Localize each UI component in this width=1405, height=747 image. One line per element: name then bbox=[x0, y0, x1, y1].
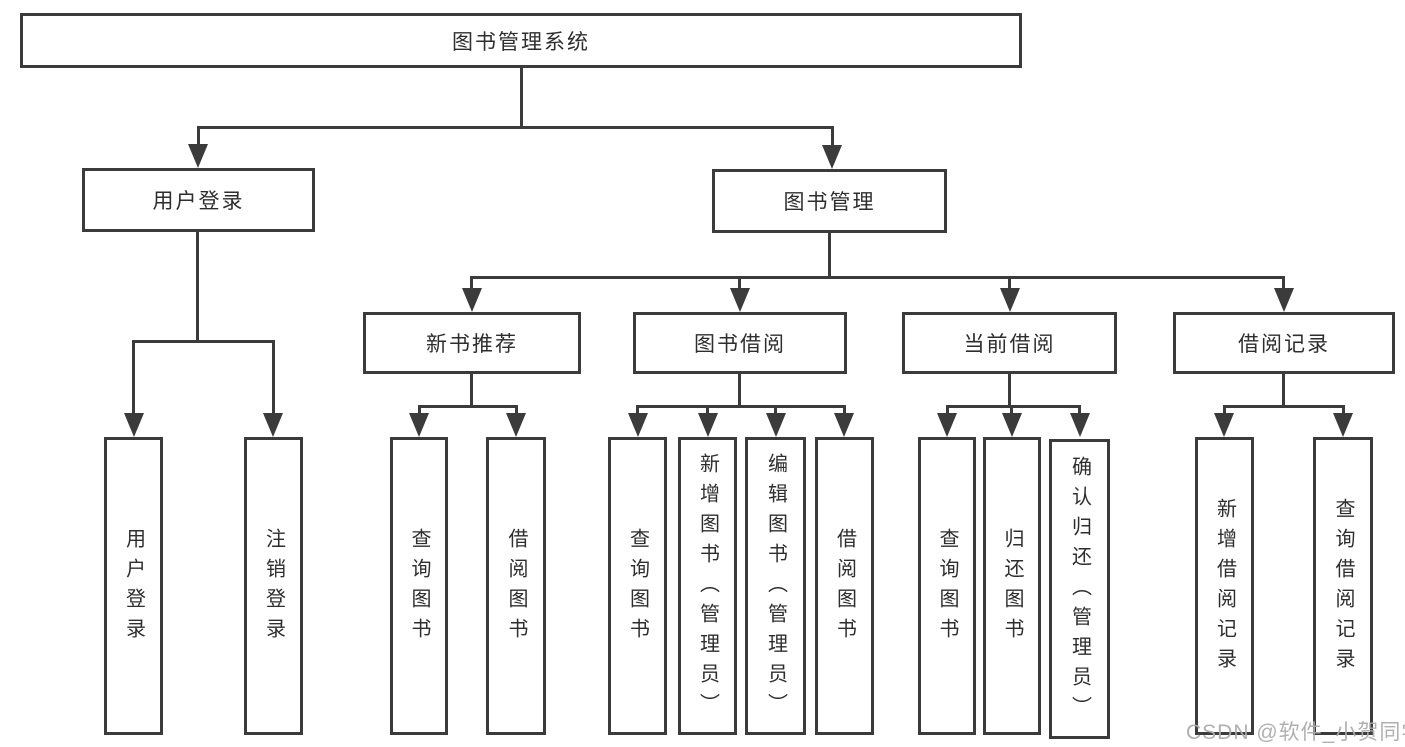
connector-line bbox=[1008, 276, 1011, 292]
arrow-down-icon bbox=[409, 413, 429, 437]
leaf-label: 借阅图书 bbox=[833, 528, 856, 648]
node-current-borrow: 当前借阅 bbox=[902, 312, 1117, 374]
leaf-label: 注销登录 bbox=[262, 528, 285, 648]
leaf-add-borrow-record: 新增借阅记录 bbox=[1195, 437, 1254, 735]
connector-line bbox=[946, 405, 1081, 408]
leaf-borrow-books: 借阅图书 bbox=[815, 437, 874, 735]
leaf-label: 归还图书 bbox=[1001, 528, 1023, 648]
connector-line bbox=[418, 405, 421, 417]
node-user-login-label: 用户登录 bbox=[152, 190, 245, 213]
leaf-query-books-current: 查询图书 bbox=[918, 437, 976, 735]
leaf-label: 编辑图书（管理员） bbox=[764, 453, 787, 723]
connector-line bbox=[470, 276, 473, 292]
connector-line bbox=[774, 405, 777, 417]
connector-line bbox=[197, 126, 200, 150]
arrow-down-icon bbox=[822, 145, 842, 169]
connector-line bbox=[272, 340, 275, 418]
connector-line bbox=[471, 276, 1285, 279]
node-book-borrow-label: 图书借阅 bbox=[694, 333, 786, 356]
arrow-down-icon bbox=[698, 413, 718, 437]
leaf-query-books-recommend: 查询图书 bbox=[390, 437, 448, 735]
arrow-down-icon bbox=[1002, 413, 1022, 437]
arrow-down-icon bbox=[1070, 413, 1090, 437]
csdn-watermark: CSDN @软件_小贺同学 bbox=[1186, 721, 1405, 744]
connector-line bbox=[132, 340, 135, 418]
leaf-add-books-admin: 新增图书（管理员） bbox=[678, 437, 737, 735]
leaf-label: 查询图书 bbox=[408, 528, 430, 648]
connector-line bbox=[738, 276, 741, 292]
connector-line bbox=[738, 374, 741, 405]
connector-line bbox=[1223, 405, 1345, 408]
node-user-login: 用户登录 bbox=[82, 168, 315, 232]
arrow-down-icon bbox=[766, 413, 786, 437]
leaf-label: 查询图书 bbox=[626, 528, 649, 648]
connector-line bbox=[1282, 374, 1285, 405]
connector-line bbox=[636, 405, 639, 417]
leaf-query-books-borrow: 查询图书 bbox=[608, 437, 667, 735]
connector-line bbox=[1282, 276, 1285, 292]
node-book-borrow: 图书借阅 bbox=[633, 312, 847, 374]
leaf-label: 查询借阅记录 bbox=[1332, 498, 1354, 678]
arrow-down-icon bbox=[462, 288, 482, 312]
connector-line bbox=[636, 405, 846, 408]
arrow-down-icon bbox=[263, 413, 283, 437]
connector-line bbox=[198, 126, 834, 129]
arrow-down-icon bbox=[937, 413, 957, 437]
connector-line bbox=[706, 405, 709, 417]
arrow-down-icon bbox=[1000, 288, 1020, 312]
connector-line bbox=[946, 405, 949, 417]
connector-line bbox=[831, 126, 834, 151]
connector-line bbox=[418, 405, 518, 408]
leaf-label: 借阅图书 bbox=[505, 528, 527, 648]
connector-line bbox=[1342, 405, 1345, 417]
leaf-borrow-books-recommend: 借阅图书 bbox=[486, 437, 546, 735]
node-root: 图书管理系统 bbox=[20, 13, 1022, 68]
leaf-user-login: 用户登录 bbox=[104, 437, 163, 735]
node-new-book-recommend: 新书推荐 bbox=[363, 312, 581, 374]
leaf-return-books: 归还图书 bbox=[983, 437, 1041, 735]
leaf-confirm-return-admin: 确认归还（管理员） bbox=[1049, 439, 1110, 739]
arrow-down-icon bbox=[1333, 413, 1353, 437]
node-current-borrow-label: 当前借阅 bbox=[963, 333, 1056, 356]
arrow-down-icon bbox=[506, 413, 526, 437]
arrow-down-icon bbox=[1274, 288, 1294, 312]
connector-line bbox=[828, 233, 831, 276]
connector-line bbox=[1008, 374, 1011, 405]
connector-line bbox=[1010, 405, 1013, 417]
arrow-down-icon bbox=[1214, 413, 1234, 437]
leaf-query-borrow-record: 查询借阅记录 bbox=[1313, 437, 1373, 735]
node-borrow-record-label: 借阅记录 bbox=[1238, 333, 1330, 356]
connector-line bbox=[1223, 405, 1226, 417]
node-borrow-record: 借阅记录 bbox=[1173, 312, 1395, 374]
connector-line bbox=[843, 405, 846, 417]
arrow-down-icon bbox=[730, 288, 750, 312]
connector-line bbox=[515, 405, 518, 417]
node-book-management-label: 图书管理 bbox=[783, 191, 876, 214]
node-new-book-recommend-label: 新书推荐 bbox=[426, 333, 518, 356]
node-root-label: 图书管理系统 bbox=[452, 30, 590, 54]
leaf-label: 新增借阅记录 bbox=[1213, 498, 1236, 678]
leaf-label: 确认归还（管理员） bbox=[1068, 456, 1091, 726]
leaf-label: 新增图书（管理员） bbox=[696, 453, 719, 723]
arrow-down-icon bbox=[124, 413, 144, 437]
leaf-logout: 注销登录 bbox=[244, 437, 303, 735]
connector-line bbox=[470, 374, 473, 405]
arrow-down-icon bbox=[188, 144, 208, 168]
connector-line bbox=[520, 68, 523, 126]
connector-line bbox=[1078, 405, 1081, 417]
leaf-label: 用户登录 bbox=[122, 528, 145, 648]
arrow-down-icon bbox=[628, 413, 648, 437]
connector-line bbox=[196, 232, 199, 340]
node-book-management: 图书管理 bbox=[712, 169, 947, 233]
arrow-down-icon bbox=[834, 413, 854, 437]
connector-line bbox=[132, 340, 275, 343]
leaf-label: 查询图书 bbox=[936, 528, 958, 648]
leaf-edit-books-admin: 编辑图书（管理员） bbox=[745, 437, 806, 735]
